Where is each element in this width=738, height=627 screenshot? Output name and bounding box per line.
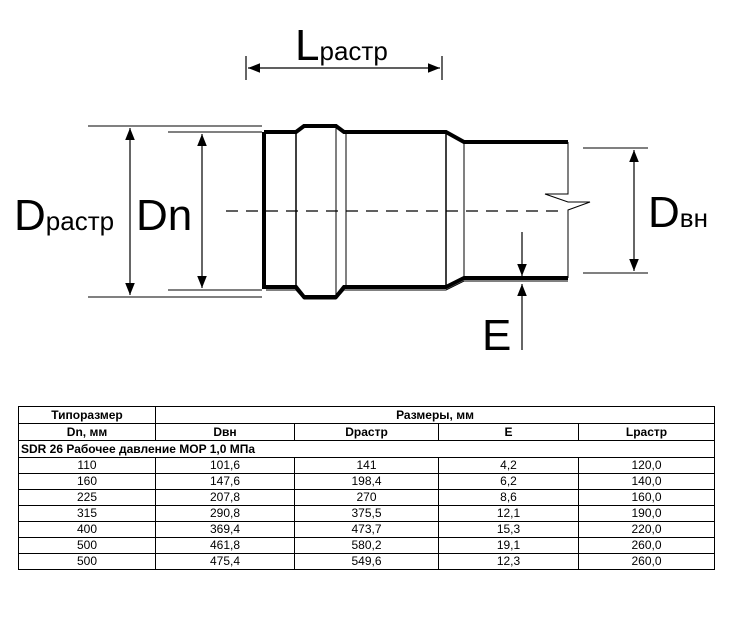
table-cell: 260,0 bbox=[577, 537, 716, 554]
table-header-row-1: Типоразмер Размеры, мм bbox=[18, 406, 716, 424]
table-cell: 141 bbox=[294, 457, 439, 474]
table-cell: 4,2 bbox=[438, 457, 579, 474]
column-header: Lрастр bbox=[577, 423, 716, 441]
l-rastr-label: Lрастр bbox=[295, 21, 388, 70]
dimensions-table-container: Типоразмер Размеры, мм Dn, мм Dвн Dрастр… bbox=[17, 406, 716, 570]
table-cell: 101,6 bbox=[155, 457, 295, 474]
e-label: E bbox=[482, 311, 511, 360]
d-vn-dimension: Dвн bbox=[583, 147, 708, 274]
column-header: Dрастр bbox=[294, 423, 439, 441]
table-cell: 500 bbox=[18, 553, 156, 570]
table-cell: 225 bbox=[18, 489, 156, 506]
table-cell: 190,0 bbox=[577, 505, 716, 522]
pipe-body bbox=[226, 124, 591, 300]
column-header: Dвн bbox=[155, 423, 295, 441]
table-cell: 8,6 bbox=[438, 489, 579, 506]
table-cell: 290,8 bbox=[155, 505, 295, 522]
table-cell: 140,0 bbox=[577, 473, 716, 490]
table-cell: 198,4 bbox=[294, 473, 439, 490]
dimensions-table: Типоразмер Размеры, мм Dn, мм Dвн Dрастр… bbox=[17, 406, 716, 570]
table-cell: 110 bbox=[18, 457, 156, 474]
table-cell: 15,3 bbox=[438, 521, 579, 538]
table-cell: 461,8 bbox=[155, 537, 295, 554]
table-cell: 120,0 bbox=[577, 457, 716, 474]
table-cell: 19,1 bbox=[438, 537, 579, 554]
table-cell: 147,6 bbox=[155, 473, 295, 490]
table-cell: 207,8 bbox=[155, 489, 295, 506]
table-cell: 160,0 bbox=[577, 489, 716, 506]
d-rastr-dimension: Dрастр bbox=[14, 125, 262, 298]
d-rastr-label: Dрастр bbox=[14, 191, 114, 240]
table-cell: 220,0 bbox=[577, 521, 716, 538]
column-header: E bbox=[438, 423, 579, 441]
table-cell: 12,1 bbox=[438, 505, 579, 522]
table-cell: 12,3 bbox=[438, 553, 579, 570]
table-cell: 549,6 bbox=[294, 553, 439, 570]
table-cell: 475,4 bbox=[155, 553, 295, 570]
table-cell: 400 bbox=[18, 521, 156, 538]
table-cell: 369,4 bbox=[155, 521, 295, 538]
table-section-row: SDR 26 Рабочее давление MOP 1,0 МПа bbox=[17, 440, 716, 458]
dn-label: Dn bbox=[136, 191, 192, 240]
table-cell: 473,7 bbox=[294, 521, 439, 538]
table-header-row-2: Dn, мм Dвн Dрастр E Lрастр bbox=[18, 423, 716, 441]
dn-dimension: Dn bbox=[136, 131, 262, 291]
table-cell: 270 bbox=[294, 489, 439, 506]
table-cell: 6,2 bbox=[438, 473, 579, 490]
table-cell: 160 bbox=[18, 473, 156, 490]
table-cell: 580,2 bbox=[294, 537, 439, 554]
table-cell: 375,5 bbox=[294, 505, 439, 522]
table-cell: 315 bbox=[18, 505, 156, 522]
table-cell: 260,0 bbox=[577, 553, 716, 570]
table-cell: 500 bbox=[18, 537, 156, 554]
header-size: Типоразмер bbox=[18, 406, 156, 424]
l-rastr-dimension: Lрастр bbox=[245, 21, 443, 80]
e-dimension: E bbox=[482, 232, 527, 360]
section-title: SDR 26 Рабочее давление MOP 1,0 МПа bbox=[17, 440, 716, 458]
d-vn-label: Dвн bbox=[648, 188, 708, 237]
header-dimensions: Размеры, мм bbox=[154, 406, 716, 424]
column-header: Dn, мм bbox=[18, 423, 156, 441]
pipe-socket-diagram: Lрастр Dрастр Dn Dвн bbox=[14, 21, 708, 360]
